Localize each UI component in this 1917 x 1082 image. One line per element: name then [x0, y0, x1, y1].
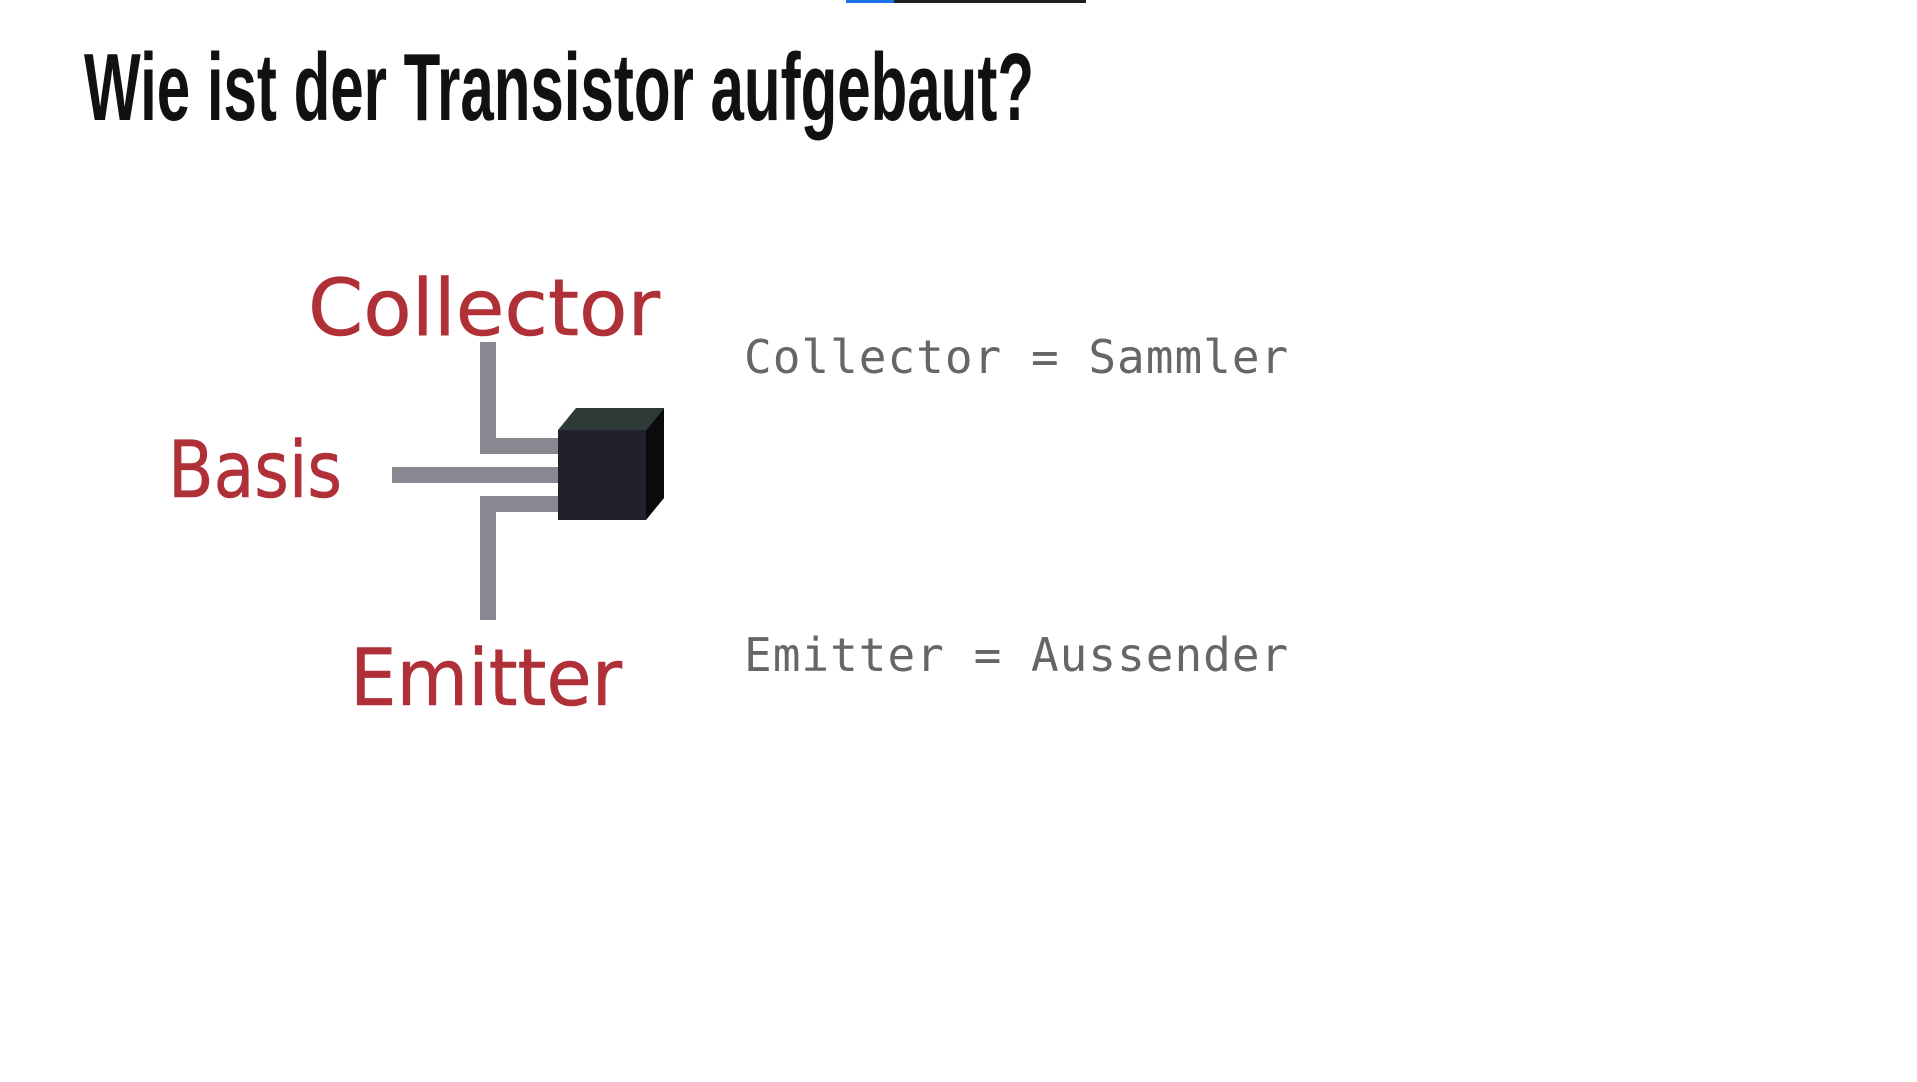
term-separator: =	[973, 628, 1003, 682]
term-emitter: Emitter = Aussender	[744, 628, 1289, 682]
slide-title-text: Wie ist der Transistor aufgebaut?	[84, 34, 1034, 141]
term-translation: Sammler	[1088, 330, 1290, 384]
term-collector: Collector = Sammler	[744, 330, 1289, 384]
emitter-lead	[480, 496, 496, 620]
term-name: Emitter	[744, 628, 945, 682]
collector-lead	[480, 342, 496, 450]
emitter-label: Emitter	[350, 634, 623, 720]
slide-title: Wie ist der Transistor aufgebaut?	[84, 26, 1284, 146]
term-name: Collector	[744, 330, 1003, 384]
base-lead	[392, 467, 592, 483]
transistor-diagram: Collector Basis Emitter	[140, 240, 700, 724]
slide-progress-bar	[846, 0, 1086, 3]
term-separator: =	[1030, 330, 1060, 384]
collector-label: Collector	[308, 264, 661, 354]
slide-progress-fill	[846, 0, 894, 3]
basis-label: Basis	[168, 426, 342, 516]
term-translation: Aussender	[1030, 628, 1290, 682]
transistor-body	[558, 408, 664, 520]
